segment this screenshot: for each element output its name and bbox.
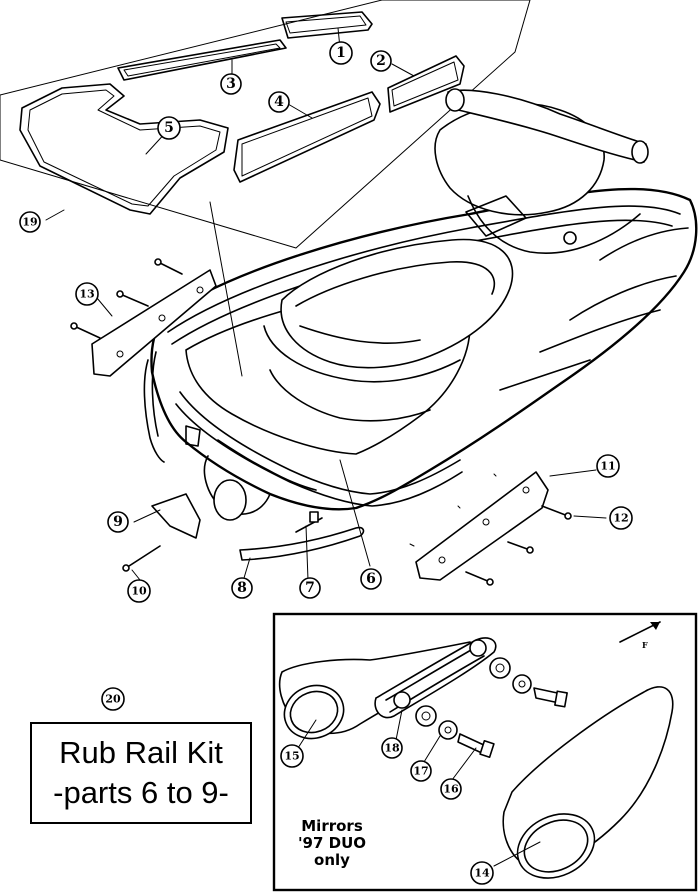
callout-1: 1: [329, 41, 353, 65]
part-10-screw: [122, 545, 161, 572]
screws-11: [465, 505, 572, 586]
callout-17: 17: [410, 760, 432, 782]
svg-text:11: 11: [600, 460, 615, 473]
svg-text:1: 1: [336, 45, 346, 61]
kit-title: Rub Rail Kit: [59, 735, 223, 770]
svg-text:15: 15: [284, 750, 299, 763]
callout-5: 5: [157, 116, 181, 140]
svg-text:6: 6: [366, 571, 376, 587]
part-18-washer: [415, 705, 437, 727]
callout-2: 2: [370, 50, 392, 72]
callout-7: 7: [299, 577, 321, 599]
mat-piece-3: [117, 39, 287, 81]
watercraft-hull: [143, 88, 698, 521]
callout-14: 14: [470, 861, 494, 885]
callout-6: 6: [360, 568, 382, 590]
svg-text:2: 2: [376, 53, 386, 69]
callout-8: 8: [231, 577, 253, 599]
svg-text:14: 14: [474, 867, 490, 880]
mirrors-note-line3: only: [314, 851, 350, 869]
part-7-fastener: [295, 511, 323, 533]
mirror-mount-plate: [374, 637, 497, 719]
mirrors-note-line1: Mirrors: [301, 817, 363, 835]
callout-18: 18: [381, 737, 403, 759]
part-17-washer: [438, 720, 458, 740]
leader-lines-mirrors: [297, 709, 541, 867]
callout-11: 11: [596, 454, 620, 478]
svg-text:12: 12: [613, 512, 628, 525]
callout-9: 9: [107, 511, 129, 533]
svg-text:7: 7: [305, 580, 315, 596]
part-13-bracket: [91, 269, 217, 377]
kit-parts: -parts 6 to 9-: [53, 775, 229, 810]
svg-text:5: 5: [164, 120, 174, 136]
part-14-mirror: [502, 686, 674, 879]
callout-16: 16: [440, 778, 462, 800]
svg-text:10: 10: [131, 585, 147, 598]
svg-text:16: 16: [443, 783, 459, 796]
callout-13: 13: [75, 282, 99, 306]
part-16-bolt: [457, 733, 495, 759]
mirrors-note-line2: '97 DUO: [297, 834, 367, 852]
svg-text:8: 8: [237, 580, 247, 596]
callout-19: 19: [19, 211, 41, 233]
forward-arrow-icon: [619, 621, 661, 643]
mat-piece-2: [387, 55, 465, 113]
mat-piece-4: [233, 91, 381, 183]
svg-text:20: 20: [105, 693, 121, 706]
part-11-bracket: [409, 471, 549, 581]
svg-text:9: 9: [113, 514, 123, 530]
callout-10: 10: [127, 579, 151, 603]
callout-12: 12: [609, 506, 633, 530]
callout-3: 3: [220, 73, 242, 95]
svg-text:19: 19: [22, 216, 37, 229]
screws-13: [70, 258, 183, 339]
callout-15: 15: [280, 744, 304, 768]
mat-piece-1: [281, 11, 373, 39]
callout-20: 20: [101, 687, 125, 711]
callout-4: 4: [268, 91, 290, 113]
svg-text:4: 4: [274, 94, 284, 110]
rub-rail-kit-box: Rub Rail Kit -parts 6 to 9-: [30, 722, 252, 824]
mirrors-box: [272, 612, 698, 892]
washers-right: [489, 657, 568, 708]
direction-label: F: [642, 640, 648, 650]
part-8-rub-rail: [239, 526, 365, 561]
svg-text:17: 17: [413, 765, 428, 778]
mat-piece-5: [19, 83, 229, 215]
svg-text:3: 3: [226, 76, 236, 92]
mat-kit-panel: [0, 0, 531, 249]
svg-text:18: 18: [384, 742, 400, 755]
svg-text:13: 13: [79, 288, 94, 301]
mirrors-note: Mirrors '97 DUO only: [288, 818, 376, 869]
part-9-end-cap: [151, 493, 201, 539]
